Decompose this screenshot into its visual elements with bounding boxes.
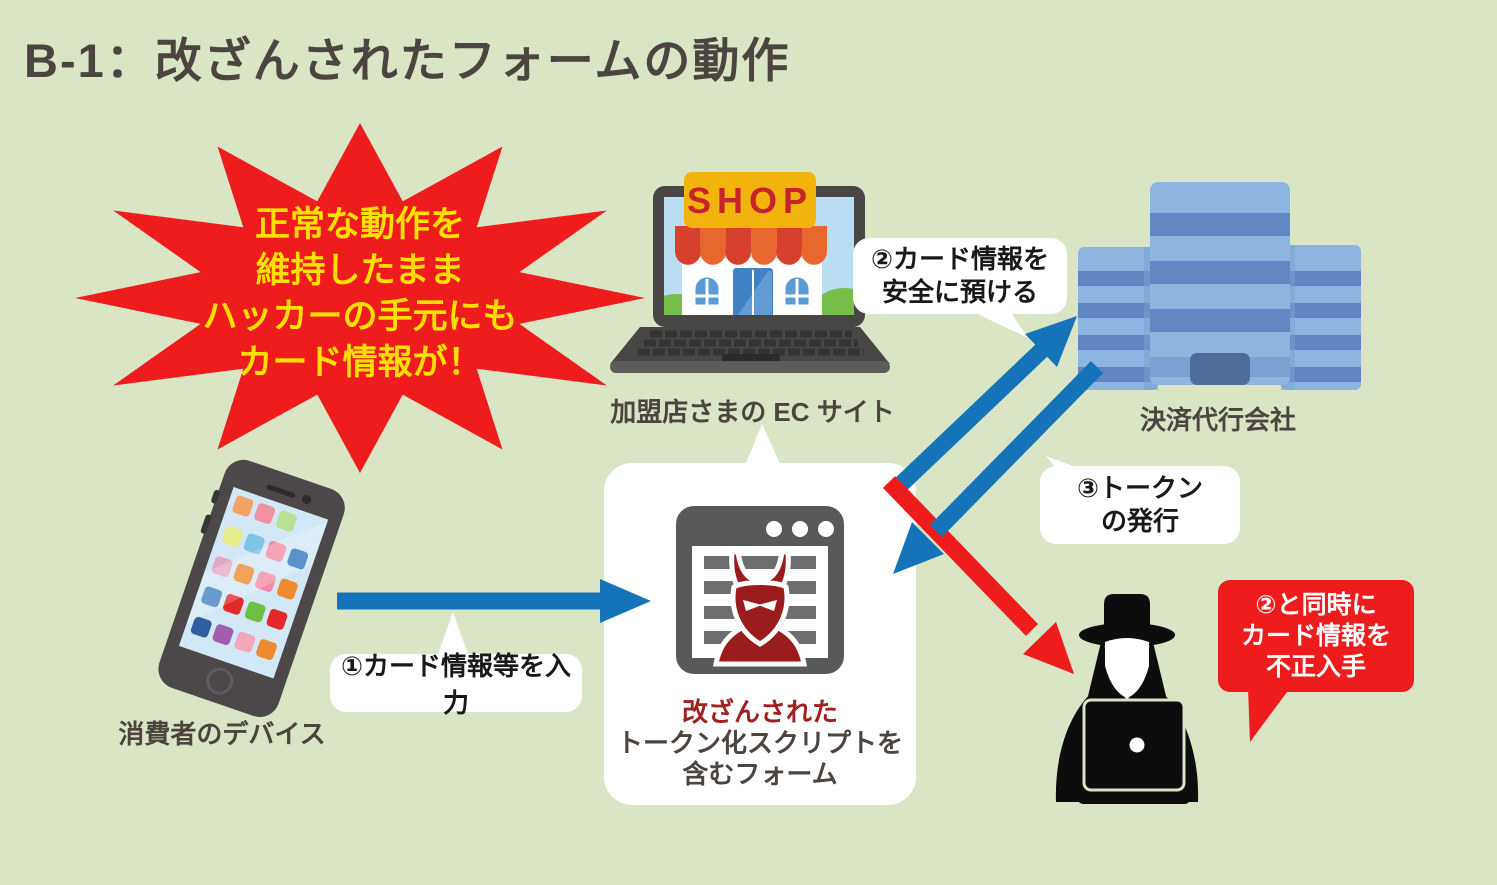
step2-label-line: 安全に預ける (881, 277, 1038, 307)
steal-label-bubble: ②と同時に カード情報を 不正入手 (1218, 580, 1414, 692)
building-left-wing (1078, 247, 1158, 390)
tampered-form-browser-icon (676, 506, 844, 674)
tampered-form-caption-line: 含むフォーム (682, 759, 838, 789)
starburst-line: カード情報が！ (237, 343, 483, 382)
starburst-line: 維持したまま (255, 251, 465, 290)
step1-label-bubble: ①カード情報等を入力 (330, 651, 582, 718)
steal-label-line: 不正入手 (1265, 652, 1366, 681)
starburst-text: 正常な動作を 維持したまま ハッカーの手元にも カード情報が！ (105, 202, 615, 386)
shop-sign-text: SHOP (687, 180, 813, 221)
payment-company-building-icon (1078, 182, 1361, 390)
steal-label-line: ②と同時に (1255, 590, 1377, 619)
ec-site-caption: 加盟店さまの EC サイト (610, 397, 895, 427)
tampered-form-caption-line: トークン化スクリプトを (616, 728, 903, 758)
shop-awning (675, 226, 827, 265)
starburst-line: ハッカーの手元にも (202, 297, 518, 336)
payment-company-caption: 決済代行会社 (1139, 405, 1296, 435)
building-door (1190, 353, 1250, 385)
devil-icon (713, 549, 807, 667)
step2-label-bubble: ②カード情報を 安全に預ける (853, 238, 1067, 314)
step3-label-bubble: ③トークン の発行 (1040, 466, 1240, 544)
building-right-wing (1281, 245, 1361, 390)
steal-bubble-tail (1248, 688, 1290, 742)
starburst-polygon (75, 123, 645, 473)
form-to-laptop-pointer (744, 424, 782, 468)
step3-label-line: ③トークン (1076, 473, 1203, 503)
shop-sign (684, 172, 816, 228)
arrow-deposit (890, 316, 1077, 496)
hacker-face (1105, 638, 1149, 698)
consumer-device-icon (158, 459, 345, 717)
ec-site-laptop-icon: SHOP (610, 172, 890, 373)
page-title: B-1：改ざんされたフォームの動作 (24, 34, 791, 87)
step1-label: ①カード情報等を入力 (340, 651, 571, 718)
step2-label-line: ②カード情報を (870, 244, 1049, 274)
building-center-tower (1150, 182, 1290, 385)
home-button (206, 667, 234, 695)
app-icon-grid (190, 495, 309, 660)
starburst-line: 正常な動作を (254, 205, 465, 244)
devil-eyes (743, 600, 777, 611)
hacker-icon (1055, 594, 1199, 804)
consumer-device-caption: 消費者のデバイス (118, 719, 326, 749)
steal-label-line: カード情報を (1240, 621, 1391, 650)
step3-label-line: の発行 (1100, 506, 1179, 536)
starburst-shape (75, 123, 645, 473)
tampered-form-caption-line: 改ざんされた (681, 697, 838, 727)
tampered-form-caption: 改ざんされた トークン化スクリプトを 含むフォーム (604, 697, 916, 790)
